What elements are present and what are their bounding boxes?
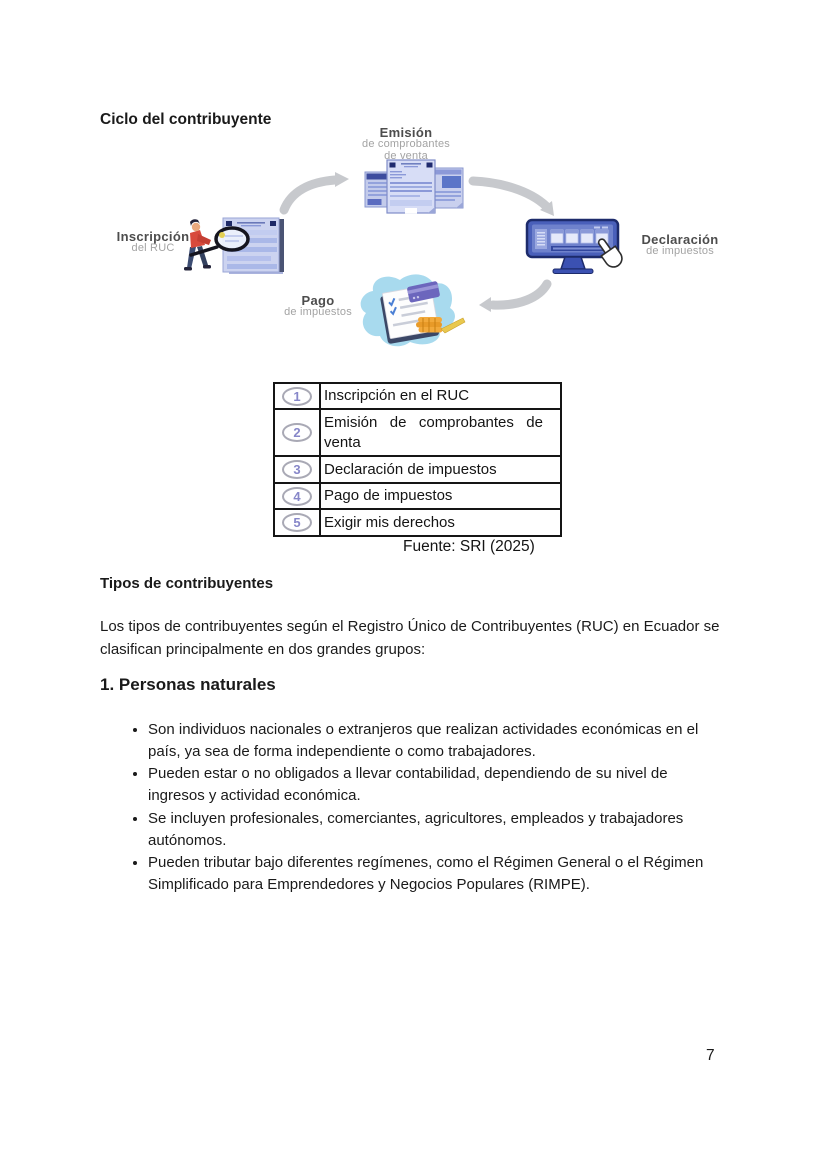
table-row: 2 Emisión de comprobantes de venta <box>273 408 562 457</box>
step-label: Inscripción en el RUC <box>324 387 470 404</box>
step-number-badge: 3 <box>282 460 312 479</box>
table-row: 5 Exigir mis derechos <box>273 508 562 537</box>
cursor-hand-icon <box>597 238 623 268</box>
steps-table-container: 1 Inscripción en el RUC 2 Emisión de com… <box>273 382 562 537</box>
table-source: Fuente: SRI (2025) <box>403 538 535 555</box>
taxpayer-cycle-illustration <box>184 159 623 347</box>
page-title: Ciclo del contribuyente <box>100 111 272 128</box>
step-label: Pago de impuestos <box>324 487 453 504</box>
magnifier-icon <box>189 226 250 257</box>
bullet-item: Pueden estar o no obligados a llevar con… <box>148 763 726 806</box>
intro-paragraph: Los tipos de contribuyentes según el Reg… <box>100 618 720 658</box>
label-inscripcion: Inscripción del RUC <box>116 229 190 254</box>
step-number-badge: 2 <box>282 423 312 442</box>
payment-icon <box>360 274 466 347</box>
subsection-heading: 1. Personas naturales <box>100 675 276 694</box>
bullet-item: Son individuos nacionales o extranjeros … <box>148 719 726 762</box>
step-label: Declaración de impuestos <box>324 460 497 478</box>
bullet-item: Pueden tributar bajo diferentes regímene… <box>148 852 726 895</box>
ruc-registration-icon <box>184 217 284 274</box>
label-emision: Emisión de comprobantes de venta <box>362 125 450 162</box>
coins-icon <box>416 317 443 333</box>
credit-card-icon <box>407 281 440 303</box>
section-heading: Tipos de contribuyentes <box>100 575 274 592</box>
invoices-icon <box>364 159 464 214</box>
table-row: 3 Declaración de impuestos <box>273 455 562 484</box>
cycle-arrow-right-icon <box>468 176 554 216</box>
pencil-icon <box>440 317 466 334</box>
step-number-badge: 4 <box>282 486 312 506</box>
bullet-item: Se incluyen profesionales, comerciantes,… <box>148 808 726 851</box>
label-pago: Pago de impuestos <box>284 293 352 318</box>
table-row: 1 Inscripción en el RUC <box>273 382 562 410</box>
steps-table: 1 Inscripción en el RUC 2 Emisión de com… <box>273 382 562 537</box>
label-declaracion: Declaración de impuestos <box>641 232 719 257</box>
cycle-arrow-up-icon <box>279 172 349 215</box>
screen-cards <box>550 229 609 244</box>
cycle-arrow-left-icon <box>479 279 552 312</box>
page-number: 7 <box>706 1047 715 1064</box>
step-number-badge: 5 <box>282 513 312 532</box>
table-row: 4 Pago de impuestos <box>273 482 562 510</box>
monitor-icon <box>525 218 623 274</box>
step-label: Emisión de comprobantes de venta <box>324 413 543 451</box>
step-label: Exigir mis derechos <box>324 513 455 531</box>
bullet-list: Son individuos nacionales o extranjeros … <box>100 719 740 897</box>
step-number-badge: 1 <box>282 386 312 406</box>
